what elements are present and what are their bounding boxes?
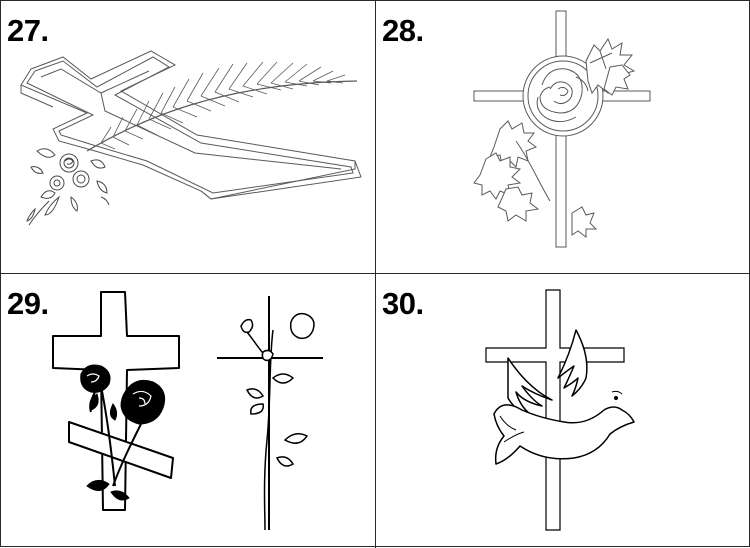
cross-rose-leaves-icon	[473, 10, 651, 248]
crosses-with-roses-icon	[52, 291, 323, 531]
panel-number-30: 30.	[382, 286, 424, 321]
panel-28: 28.	[376, 1, 750, 274]
panel-number-28: 28.	[382, 13, 424, 48]
cross-palm-frond-roses-icon	[20, 50, 362, 226]
panel-30: 30.	[376, 274, 750, 548]
panel-number-27: 27.	[7, 13, 49, 48]
cross-with-dove-icon	[485, 289, 635, 531]
panel-27: 27.	[1, 1, 376, 274]
panel-29: 29.	[1, 274, 376, 548]
panel-number-29: 29.	[7, 286, 49, 321]
